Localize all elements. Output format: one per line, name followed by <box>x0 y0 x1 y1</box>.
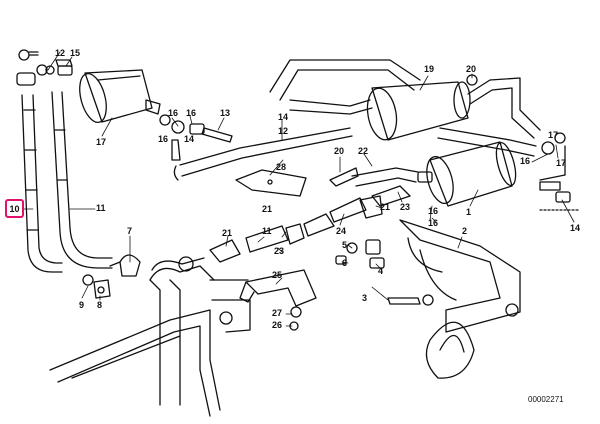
part-label[interactable]: 11 <box>262 226 272 236</box>
part-label[interactable]: 16 <box>158 134 169 144</box>
part-label[interactable]: 3 <box>362 293 368 303</box>
part-label[interactable]: 19 <box>424 64 435 74</box>
part-label[interactable]: 12 <box>278 126 289 136</box>
fuel-filter-1 <box>417 141 517 207</box>
part-label[interactable]: 27 <box>272 308 283 318</box>
pipe-to-connector <box>437 127 566 181</box>
document-number: 00002271 <box>528 395 564 404</box>
bolt-set-centre <box>159 114 233 161</box>
part-label[interactable]: 16 <box>428 206 439 216</box>
part-label[interactable]: 21 <box>380 202 391 212</box>
highlighted-part-callout[interactable]: 10 <box>5 199 24 218</box>
part-label[interactable]: 17 <box>548 130 559 140</box>
part-label[interactable]: 9 <box>79 300 85 310</box>
part-label[interactable]: 16 <box>186 108 197 118</box>
hose-clamps-middle <box>329 167 419 207</box>
banjo-fittings-top <box>16 49 73 86</box>
part-label[interactable]: 16 <box>520 156 531 166</box>
hose-assembly-lower <box>209 195 383 263</box>
part-label[interactable]: 14 <box>184 134 195 144</box>
part-label[interactable]: 23 <box>400 202 411 212</box>
mounting-bracket-2 <box>399 219 521 379</box>
part-label[interactable]: 23 <box>274 246 285 256</box>
part-label[interactable]: 21 <box>222 228 233 238</box>
part-label[interactable]: 28 <box>276 162 287 172</box>
part-label[interactable]: 14 <box>570 223 581 233</box>
bracket-28 <box>235 169 307 197</box>
part-label[interactable]: 4 <box>378 266 384 276</box>
part-label[interactable]: 7 <box>127 226 133 236</box>
part-label[interactable]: 13 <box>220 108 231 118</box>
fuel-hose-left <box>21 94 63 273</box>
highlighted-part-number: 10 <box>9 203 20 214</box>
bolt-15 <box>539 181 581 211</box>
leader-lines <box>23 51 575 327</box>
part-label[interactable]: 11 <box>96 203 106 213</box>
part-label[interactable]: 15 <box>70 48 81 58</box>
part-label[interactable]: 25 <box>272 270 283 280</box>
part-label[interactable]: 20 <box>466 64 477 74</box>
small-parts-lower <box>335 239 434 306</box>
part-label[interactable]: 17 <box>96 137 107 147</box>
part-label[interactable]: 24 <box>336 226 347 236</box>
part-label[interactable]: 16 <box>168 108 179 118</box>
part-label[interactable]: 5 <box>342 240 348 250</box>
clamp-7 <box>82 254 141 299</box>
part-label[interactable]: 26 <box>272 320 283 330</box>
part-label[interactable]: 2 <box>462 226 468 236</box>
fuel-hose-right <box>51 91 113 269</box>
part-label[interactable]: 22 <box>358 146 369 156</box>
fuel-pipe-12 <box>173 127 353 181</box>
part-label[interactable]: 20 <box>334 146 345 156</box>
part-label[interactable]: 6 <box>342 258 348 268</box>
fuel-line-upper <box>269 59 421 115</box>
fuel-pump-19 <box>366 74 541 141</box>
part-label[interactable]: 12 <box>55 48 66 58</box>
lower-fuel-tubes <box>49 256 251 417</box>
fuel-filter-18 <box>79 69 161 123</box>
part-label[interactable]: 17 <box>556 158 567 168</box>
part-label[interactable]: 8 <box>97 300 103 310</box>
part-label[interactable]: 14 <box>278 112 289 122</box>
part-label[interactable]: 21 <box>262 204 273 214</box>
part-label[interactable]: 1 <box>466 207 472 217</box>
part-label[interactable]: 16 <box>428 218 439 228</box>
